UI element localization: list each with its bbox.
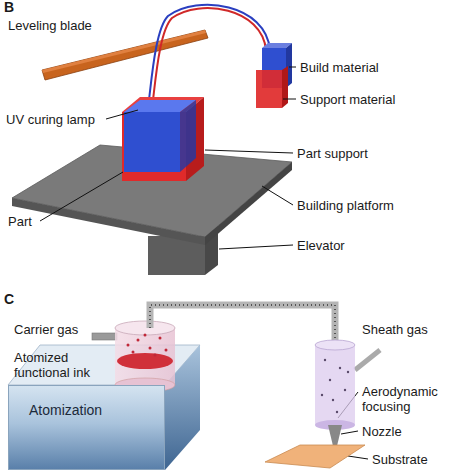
atomizer-housing (8, 345, 200, 470)
part-label: Nozzle (362, 424, 402, 439)
carrier-gas-inlet (92, 333, 117, 340)
sheath-gas-inlet (355, 350, 380, 370)
focusing-chamber (315, 340, 355, 430)
part-with-support (122, 97, 204, 181)
ink-vessel (115, 321, 175, 392)
panel-letter: B (4, 0, 14, 15)
atomization-container: Atomization (8, 385, 165, 470)
part-label: Leveling blade (8, 18, 92, 33)
part-label: Elevator (297, 238, 345, 253)
material-cartridge (256, 43, 292, 108)
part-label: Aerodynamic focusing (362, 384, 462, 414)
supply-tubes (149, 5, 270, 100)
part-label: Building platform (297, 198, 394, 213)
leveling-blade (42, 30, 208, 80)
aerosol-pipe (150, 305, 335, 345)
part-label: Support material (300, 92, 395, 107)
part-label: UV curing lamp (6, 112, 95, 127)
part-label: Atomized functional ink (14, 350, 106, 380)
substrate (265, 445, 365, 468)
part-label: Part support (297, 146, 368, 161)
panel-letter: C (4, 292, 14, 307)
part-label: Carrier gas (14, 322, 78, 337)
part-label: Part (8, 214, 32, 229)
part-label: Substrate (372, 452, 428, 467)
part-label: Sheath gas (362, 322, 428, 337)
part-label: Build material (300, 60, 379, 75)
node-text: Atomization (29, 402, 144, 418)
